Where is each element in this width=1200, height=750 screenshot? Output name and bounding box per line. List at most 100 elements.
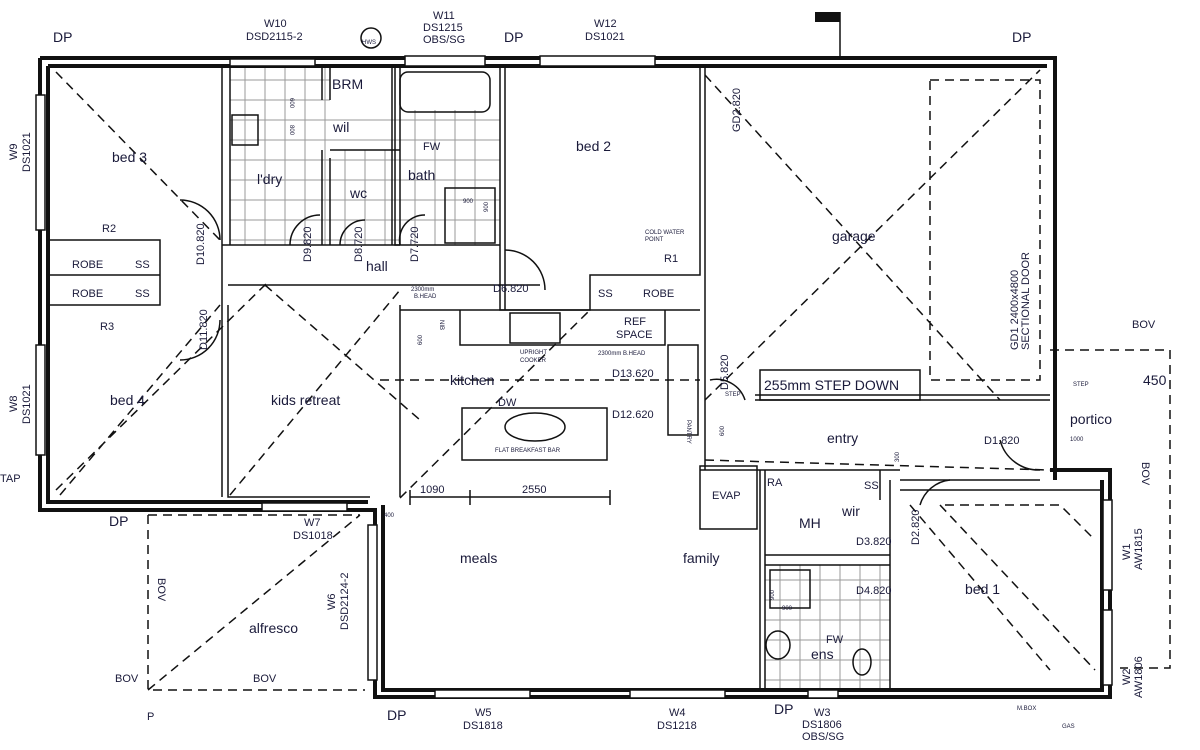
door-d8: D8.720 bbox=[353, 227, 365, 262]
cooker-note: COOKER bbox=[520, 358, 547, 364]
cooker-note: UPRIGHT bbox=[520, 350, 547, 356]
robe-marker: R3 bbox=[100, 321, 114, 333]
bathtub bbox=[399, 71, 491, 113]
evap-unit: EVAP bbox=[712, 490, 741, 502]
bulkhead-note: 2300mm B.HEAD bbox=[598, 351, 646, 357]
door-d2: D2.820 bbox=[910, 510, 922, 545]
dimension: 300 bbox=[895, 451, 901, 462]
shelves: SS bbox=[135, 288, 150, 300]
window-w10-code: DSD2115-2 bbox=[246, 31, 303, 43]
tile-pattern bbox=[230, 66, 890, 688]
window-w8: W8 bbox=[8, 396, 20, 413]
fridge-space: REF bbox=[624, 316, 646, 328]
bov: BOV bbox=[1132, 319, 1156, 331]
door-d3: D3.820 bbox=[856, 536, 891, 548]
room-bed-2: bed 2 bbox=[576, 138, 611, 154]
pantry-label: PANTRY bbox=[685, 420, 691, 444]
door-d5: D5.820 bbox=[719, 355, 731, 390]
door-d11: D11.820 bbox=[198, 309, 210, 350]
shelves: SS bbox=[864, 480, 879, 492]
room-entry: entry bbox=[827, 430, 858, 446]
room-garage: garage bbox=[832, 228, 876, 244]
room-portico: portico bbox=[1070, 411, 1112, 427]
bov: BOV bbox=[1139, 462, 1151, 486]
cold-water-note: POINT bbox=[645, 237, 664, 243]
window-w1-code: AW1815 bbox=[1133, 528, 1145, 570]
tap: TAP bbox=[0, 473, 21, 485]
room-wc: wc bbox=[349, 185, 367, 201]
dimension: 450 bbox=[1143, 372, 1167, 388]
trough bbox=[231, 114, 259, 146]
window-w9: W9 bbox=[8, 144, 20, 161]
robe: ROBE bbox=[72, 259, 103, 271]
windows bbox=[35, 55, 1113, 699]
door-d10: D10.820 bbox=[195, 223, 207, 265]
garage-door-gd1: SECTIONAL DOOR bbox=[1020, 252, 1032, 350]
room-bed-4: bed 4 bbox=[110, 392, 145, 408]
window-w11-glass: OBS/SG bbox=[423, 34, 465, 46]
return-air: RA bbox=[767, 477, 783, 489]
dimension: 600 bbox=[288, 98, 294, 109]
nib-label: NIB bbox=[438, 320, 444, 330]
window-w3: W3 bbox=[814, 707, 831, 719]
step-down-box bbox=[759, 369, 921, 401]
dishwasher: DW bbox=[498, 397, 517, 409]
room-kitchen: kitchen bbox=[450, 372, 494, 388]
floor-waste: FW bbox=[423, 141, 441, 153]
room-bed-1: bed 1 bbox=[965, 581, 1000, 597]
window-w3-code: DS1806 bbox=[802, 719, 842, 731]
downpipe: DP bbox=[774, 701, 793, 717]
dashed-lines bbox=[55, 69, 1171, 691]
cold-water-note: COLD WATER bbox=[645, 230, 685, 236]
robe: ROBE bbox=[72, 288, 103, 300]
window-w12-code: DS1021 bbox=[585, 31, 625, 43]
north-marker bbox=[815, 12, 840, 22]
room-ensuite: ens bbox=[811, 646, 834, 662]
door-d1: D1.820 bbox=[984, 435, 1019, 447]
step-label: STEP bbox=[1073, 382, 1089, 388]
door-labels: D1.820 D2.820 D3.820 D4.820 D5.820 D6.82… bbox=[179, 88, 1041, 597]
gas-point: GAS bbox=[1062, 724, 1075, 730]
kitchen-island bbox=[461, 407, 608, 461]
door-d12: D12.620 bbox=[612, 409, 654, 421]
window-w6: W6 bbox=[326, 594, 338, 611]
door-d6: D6.820 bbox=[493, 283, 528, 295]
door-d7: D7.720 bbox=[409, 227, 421, 262]
bov: BOV bbox=[155, 578, 167, 602]
p-marker: P bbox=[147, 711, 154, 723]
toilet bbox=[852, 648, 872, 676]
pantry bbox=[667, 344, 699, 436]
robe: ROBE bbox=[643, 288, 674, 300]
robe-marker: R1 bbox=[664, 253, 678, 265]
room-bath: bath bbox=[408, 167, 435, 183]
dimension: 900 bbox=[770, 589, 776, 600]
window-w12: W12 bbox=[594, 18, 617, 30]
dimensions: 1090 2550 400 600 600 300 450 1000 600 8… bbox=[288, 98, 1167, 612]
bov: BOV bbox=[115, 673, 139, 685]
shelves: SS bbox=[135, 259, 150, 271]
room-wil: wil bbox=[332, 119, 349, 135]
bulkhead-note: 2300mm bbox=[411, 287, 434, 293]
room-meals: meals bbox=[460, 550, 497, 566]
window-w2-code: AW1806 bbox=[1133, 656, 1145, 698]
walls bbox=[38, 56, 1112, 699]
step-label: STEP bbox=[725, 392, 741, 398]
fixture-labels: FW FW ROBE SS ROBE SS ROBE SS SS REF SPA… bbox=[0, 27, 1089, 730]
door-d9: D9.820 bbox=[302, 227, 314, 262]
sink bbox=[504, 412, 566, 442]
dimension: 600 bbox=[418, 334, 424, 345]
dimension: 400 bbox=[384, 513, 395, 519]
ensuite-shower bbox=[769, 569, 811, 609]
cooker bbox=[509, 312, 561, 344]
room-labels: bed 3 l'dry BRM wil wc bath bed 2 garage… bbox=[110, 76, 1112, 662]
dimension: 900 bbox=[463, 199, 474, 205]
downpipe: DP bbox=[504, 29, 523, 45]
dimension: 2550 bbox=[522, 484, 546, 496]
window-w6-code: DSD2124-2 bbox=[339, 573, 351, 630]
window-w2: W2 bbox=[1121, 669, 1133, 686]
door-d13: D13.620 bbox=[612, 368, 654, 380]
window-w7-code: DS1018 bbox=[293, 530, 333, 542]
garage-door-gd1: GD1 2400x4800 bbox=[1009, 270, 1021, 350]
room-family: family bbox=[683, 550, 720, 566]
